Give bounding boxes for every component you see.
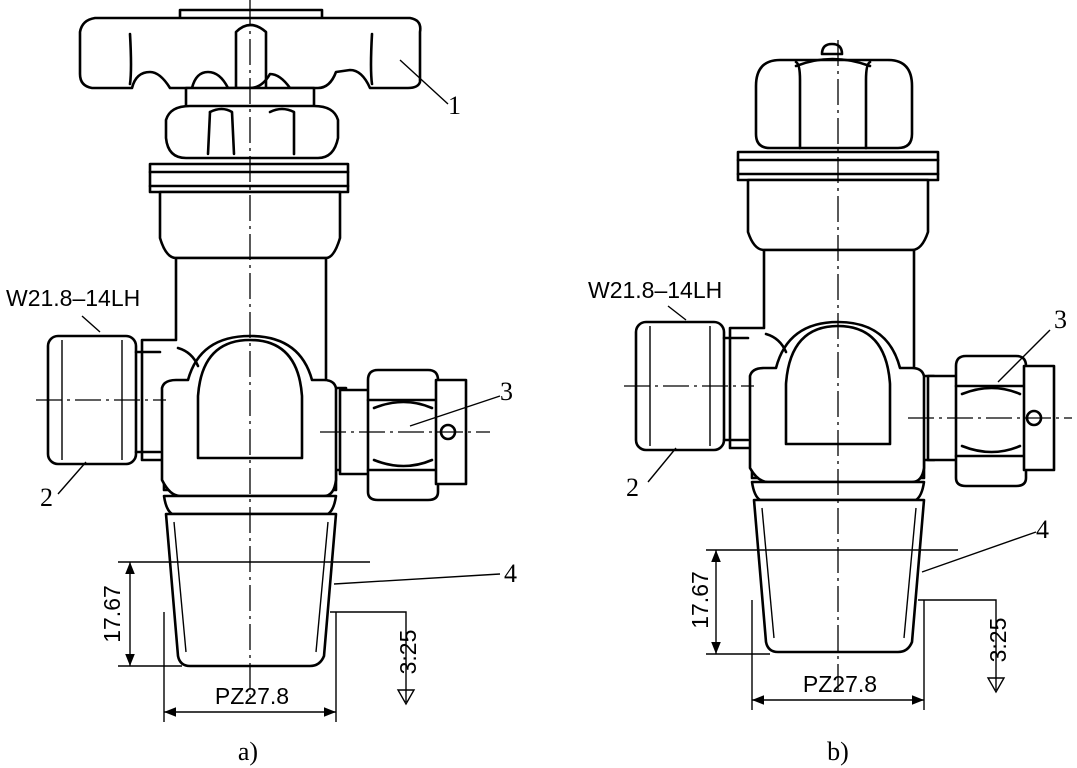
- thread-label: W21.8–14LH: [6, 285, 140, 311]
- dim-height-label: 17.67: [99, 585, 125, 643]
- dim-diameter-label: PZ27.8: [215, 683, 289, 709]
- cap: [754, 42, 914, 150]
- taper-label: 3:25: [395, 630, 421, 675]
- dimension-diameter-a: PZ27.8: [163, 612, 337, 722]
- caption-a: a): [238, 737, 258, 766]
- callout-2-b: 2: [626, 473, 639, 502]
- dimension-diameter-b: PZ27.8: [751, 600, 925, 710]
- callout-3: 3: [500, 377, 513, 406]
- tapered-inlet: [162, 494, 338, 668]
- dim-height-label-b: 17.67: [687, 571, 713, 629]
- view-a: 17.67 PZ27.8 3:25 W21.8–14LH 1 2 3 4 a): [6, 0, 517, 766]
- dim-diameter-label-b: PZ27.8: [803, 671, 877, 697]
- safety-outlet-right-b: [926, 354, 1056, 488]
- callout-4-b: 4: [1036, 515, 1049, 544]
- callout-3-b: 3: [1054, 305, 1067, 334]
- taper-symbol-b: 3:25: [918, 599, 1011, 694]
- callout-2: 2: [40, 483, 53, 512]
- callout-4: 4: [504, 559, 517, 588]
- dimension-height-b: 17.67: [687, 549, 958, 655]
- callout-1: 1: [448, 91, 461, 120]
- valve-body: [160, 334, 338, 498]
- caption-b: b): [827, 737, 849, 766]
- gland-nut: [164, 104, 340, 160]
- bonnet: [148, 162, 350, 260]
- dimension-height-a: 17.67: [99, 561, 370, 667]
- bonnet-b: [736, 150, 940, 252]
- taper-label-b: 3:25: [985, 618, 1011, 663]
- taper-symbol-a: 3:25: [330, 611, 421, 706]
- thread-label-b: W21.8–14LH: [588, 277, 722, 303]
- safety-outlet-right: [338, 368, 468, 502]
- view-b: 17.67 PZ27.8 3:25 W21.8–14LH 2 3 4 b): [588, 40, 1072, 766]
